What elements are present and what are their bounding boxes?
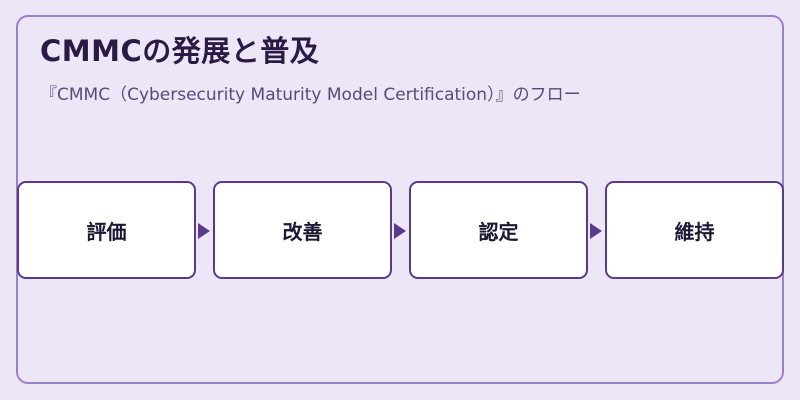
flow-step-improvement: 改善	[213, 181, 392, 279]
flow-step-evaluation: 評価	[17, 181, 196, 279]
flow-arrow-icon	[590, 223, 602, 239]
flow-step-label: 認定	[478, 219, 519, 244]
flow-step-certification: 認定	[409, 181, 588, 279]
flow-arrow-icon	[198, 223, 210, 239]
page-title: CMMCの発展と普及	[40, 34, 320, 68]
flow-step-label: 評価	[86, 219, 127, 244]
flow-step-label: 改善	[282, 219, 323, 244]
page-subtitle: 『CMMC（Cybersecurity Maturity Model Certi…	[40, 85, 581, 105]
flow-step-maintenance: 維持	[605, 181, 784, 279]
flow-arrow-icon	[394, 223, 406, 239]
flow-step-label: 維持	[674, 219, 715, 244]
